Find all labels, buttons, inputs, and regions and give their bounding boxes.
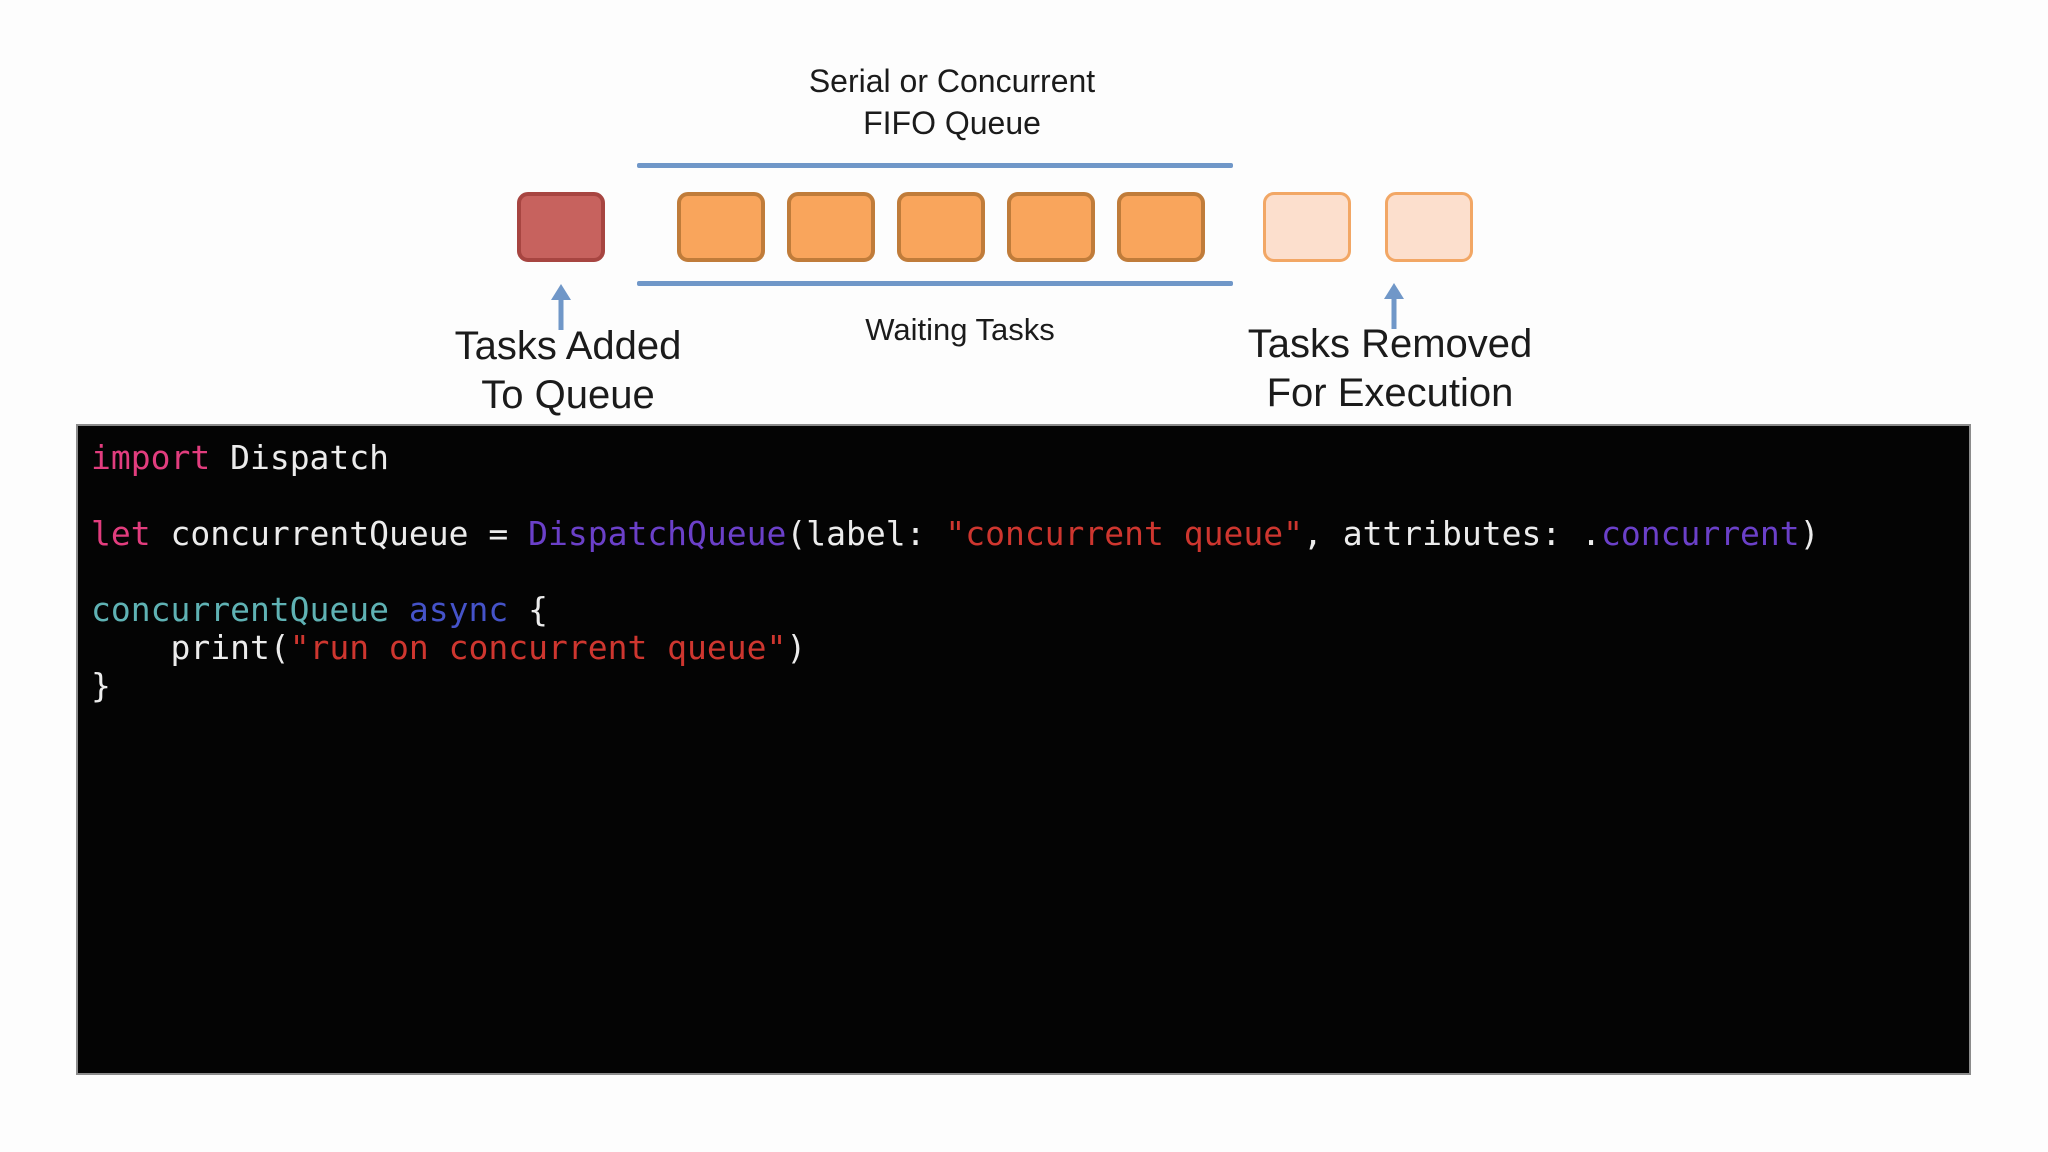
queue-title-line2: FIFO Queue — [863, 105, 1041, 141]
label-tasks-removed: Tasks Removed For Execution — [1220, 320, 1560, 418]
code-line: concurrentQueue async { — [91, 591, 1961, 629]
queue-bottom-rail — [637, 281, 1233, 286]
code-token-plain: } — [91, 666, 111, 705]
code-token-plain: ) — [1799, 514, 1820, 553]
code-token-string: "run on concurrent queue" — [289, 628, 787, 667]
label-tasks-removed-line1: Tasks Removed — [1247, 322, 1533, 366]
queue-title-line1: Serial or Concurrent — [808, 63, 1096, 99]
code-token-plain: concurrentQueue = — [150, 514, 529, 553]
label-tasks-added-line2: To Queue — [481, 373, 655, 417]
code-line: let concurrentQueue = DispatchQueue(labe… — [91, 515, 1961, 553]
code-token-plain: , attributes: . — [1302, 514, 1601, 553]
code-token-plain — [389, 590, 409, 629]
code-token-variable: concurrentQueue — [91, 590, 390, 629]
task-square-removed — [1385, 192, 1473, 262]
task-square-waiting — [677, 192, 765, 262]
task-square-removed — [1263, 192, 1351, 262]
code-line — [91, 477, 1961, 515]
code-token-plain: { — [508, 590, 548, 629]
code-line: } — [91, 667, 1961, 705]
code-token-plain: ) — [786, 628, 807, 667]
arrow-up-icon — [544, 283, 578, 331]
queue-title: Serial or Concurrent FIFO Queue — [627, 60, 1277, 144]
code-token-string: "concurrent queue" — [945, 514, 1303, 553]
task-square-waiting — [897, 192, 985, 262]
code-token-call: async — [408, 590, 509, 629]
label-tasks-removed-line2: For Execution — [1266, 371, 1514, 415]
code-token-type: concurrent — [1600, 514, 1800, 553]
code-line: import Dispatch — [91, 439, 1961, 477]
code-line: print("run on concurrent queue") — [91, 629, 1961, 667]
code-token-plain: print( — [91, 628, 290, 667]
code-token-plain: (label: — [786, 514, 946, 553]
added-task-group — [517, 192, 605, 262]
queue-top-rail — [637, 163, 1233, 168]
code-token-type: DispatchQueue — [528, 514, 787, 553]
task-square-waiting — [787, 192, 875, 262]
task-square-waiting — [1117, 192, 1205, 262]
code-content: import Dispatch let concurrentQueue = Di… — [91, 439, 1961, 1065]
code-line — [91, 553, 1961, 591]
arrow-up-icon — [1377, 282, 1411, 330]
code-token-keyword: let — [91, 514, 151, 553]
task-square-waiting — [1007, 192, 1095, 262]
label-tasks-added-line1: Tasks Added — [454, 324, 682, 368]
code-panel: import Dispatch let concurrentQueue = Di… — [76, 424, 1971, 1075]
code-token-keyword: import — [91, 438, 211, 477]
label-waiting-tasks: Waiting Tasks — [865, 312, 1055, 347]
label-tasks-added: Tasks Added To Queue — [398, 322, 738, 420]
removed-task-group — [1263, 192, 1473, 262]
code-token-plain: Dispatch — [210, 438, 390, 477]
waiting-task-group — [677, 192, 1205, 262]
task-square-added — [517, 192, 605, 262]
